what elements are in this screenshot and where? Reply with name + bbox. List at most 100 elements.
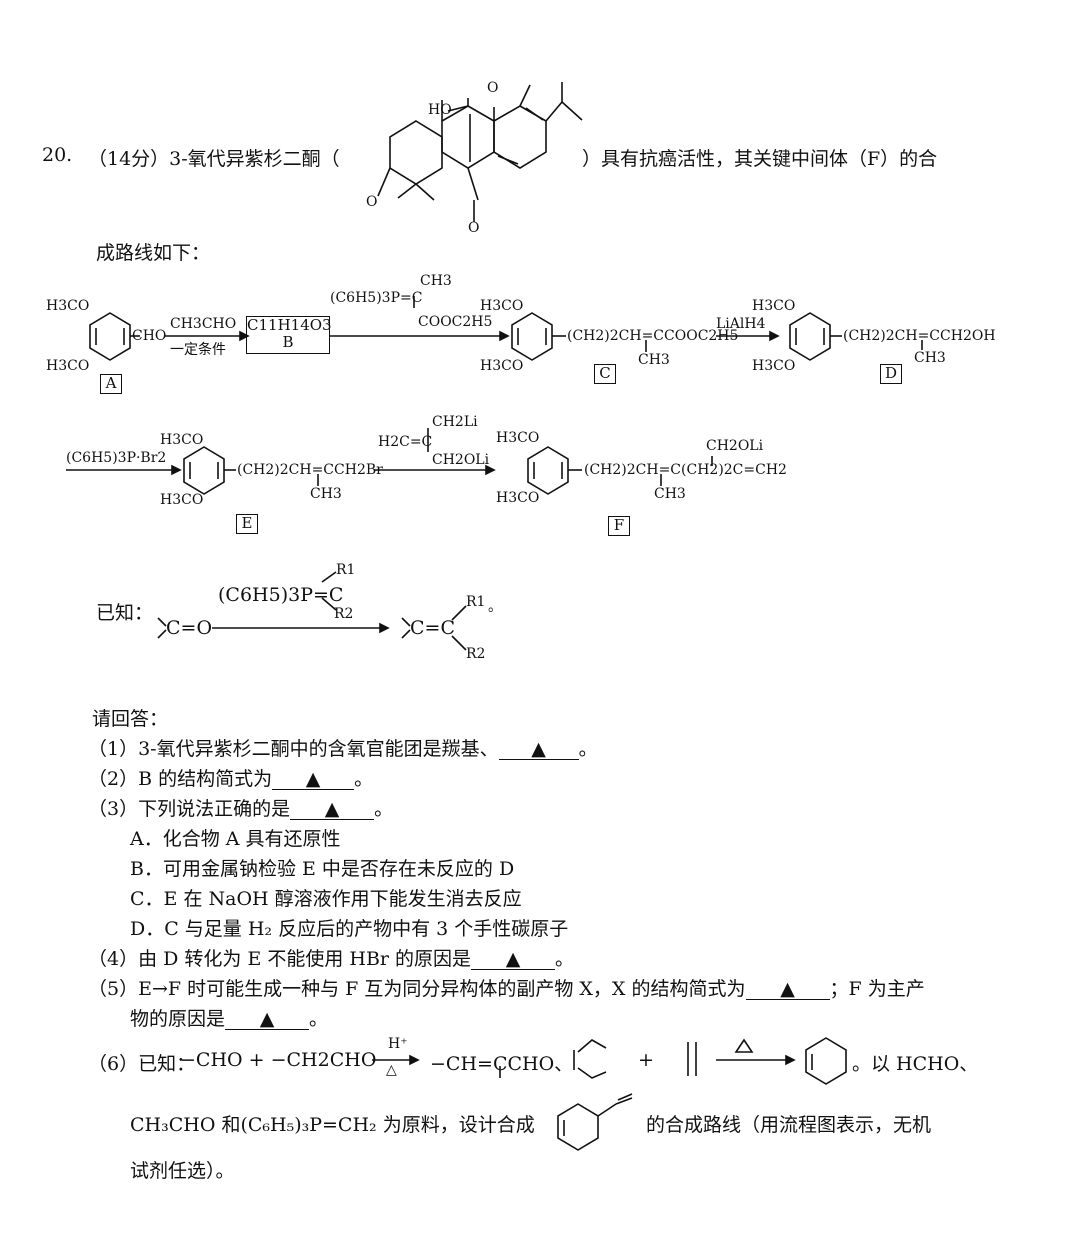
- q6-cond-top: H⁺: [388, 1036, 408, 1052]
- c-ch3: CH3: [638, 352, 670, 368]
- label-d: D: [880, 364, 902, 384]
- f-ch3: CH3: [654, 486, 686, 502]
- a-cho: CHO: [132, 328, 167, 344]
- q3-end: 。: [374, 798, 394, 820]
- known-label: 已知：: [96, 602, 154, 624]
- f-chain: (CH2)2CH=C(CH2)2C=CH2: [584, 462, 787, 478]
- q4-end: 。: [555, 948, 575, 970]
- reagent-b-ester: COOC2H5: [418, 314, 493, 330]
- known-r1-top: R1: [336, 562, 356, 578]
- q3: （3）下列说法正确的是▲。: [88, 794, 393, 821]
- q5-text: （5）E→F 时可能生成一种与 F 互为同分异构体的副产物 X，X 的结构简式为: [88, 978, 746, 1000]
- label-f: F: [608, 516, 630, 536]
- benzene-f: [527, 446, 569, 495]
- q1: （1）3-氧代异紫杉二酮中的含氧官能团是羰基、▲。: [88, 734, 598, 761]
- known-left: C=O: [166, 617, 213, 639]
- q6-plus: +: [638, 1049, 654, 1071]
- known-right: C=C: [410, 617, 455, 639]
- known-r2: R2: [466, 646, 486, 662]
- q3-text: （3）下列说法正确的是: [88, 798, 291, 820]
- title-o-left: O: [366, 194, 378, 210]
- q1-text: （1）3-氧代异紫杉二酮中的含氧官能团是羰基、: [88, 738, 499, 760]
- c-chain: (CH2)2CH=CCOOC2H5: [567, 328, 739, 344]
- a-h3co-top: H3CO: [46, 298, 90, 314]
- known-r1: R1: [466, 594, 486, 610]
- d-h3co-bottom: H3CO: [752, 358, 796, 374]
- title-ring-left: [389, 120, 443, 185]
- option-c: C．E 在 NaOH 醇溶液作用下能发生消去反应: [130, 888, 522, 910]
- q4: （4）由 D 转化为 E 不能使用 HBr 的原因是▲。: [88, 944, 574, 971]
- answer-prompt: 请回答：: [92, 708, 169, 730]
- reagent-b-ch3: CH3: [420, 273, 452, 289]
- title-ho-label: HO: [428, 102, 452, 118]
- title-ring-right: [493, 105, 547, 169]
- question-header-after: ）具有抗癌活性，其关键中间体（F）的合: [582, 148, 938, 170]
- d-h3co-top: H3CO: [752, 298, 796, 314]
- f-h3co-top: H3CO: [496, 430, 540, 446]
- question-number: 20.: [42, 144, 73, 166]
- reagent-e-f-ch2li: CH2Li: [432, 414, 478, 430]
- q5-mid: ；F 为主产: [829, 978, 925, 1000]
- q6-line3: 试剂任选）。: [130, 1160, 235, 1182]
- q2-text: （2）B 的结构简式为: [88, 768, 273, 790]
- q6-part1: −CHO + −CH2CHO: [180, 1049, 377, 1071]
- q6-product: −CH=CCHO、: [430, 1053, 574, 1075]
- q6-line2-after: 的合成路线（用流程图表示，无机: [646, 1114, 932, 1136]
- d-ch3: CH3: [914, 350, 946, 366]
- benzene-d: [789, 312, 831, 361]
- q5-blank2[interactable]: ▲: [225, 1009, 310, 1030]
- c-h3co-bottom: H3CO: [480, 358, 524, 374]
- q1-blank[interactable]: ▲: [498, 739, 579, 760]
- option-d: D．C 与足量 H₂ 反应后的产物中有 3 个手性碳原子: [130, 918, 569, 940]
- question-line2: 成路线如下：: [96, 242, 211, 264]
- q2-blank[interactable]: ▲: [272, 769, 355, 790]
- a-h3co-bottom: H3CO: [46, 358, 90, 374]
- q5-end: 。: [309, 1008, 329, 1030]
- label-e: E: [236, 514, 258, 534]
- d-chain: (CH2)2CH=CCH2OH: [843, 328, 996, 344]
- known-ylide: (C6H5)3P=C: [218, 584, 344, 606]
- q6-label: （6）已知：: [88, 1053, 196, 1075]
- reagent-a-bottom: 一定条件: [170, 342, 226, 358]
- q2: （2）B 的结构简式为▲。: [88, 764, 373, 791]
- q4-blank[interactable]: ▲: [471, 949, 556, 970]
- title-o-top: O: [487, 80, 499, 96]
- c-h3co-top: H3CO: [480, 298, 524, 314]
- q4-text: （4）由 D 转化为 E 不能使用 HBr 的原因是: [88, 948, 472, 970]
- q5-blank[interactable]: ▲: [745, 979, 830, 1000]
- known-end: 。: [488, 599, 502, 615]
- benzene-e: [183, 446, 225, 495]
- option-a: A．化合物 A 具有还原性: [130, 828, 341, 850]
- reagent-c-d: LiAlH4: [716, 316, 766, 332]
- b-label: B: [282, 333, 294, 351]
- q3-blank[interactable]: ▲: [290, 799, 375, 820]
- reagent-e-f-ch2oli: CH2OLi: [432, 452, 490, 468]
- reagent-a-top: CH3CHO: [170, 316, 237, 332]
- e-h3co-bottom: H3CO: [160, 492, 204, 508]
- q6-line2-before: CH₃CHO 和(C₆H₅)₃P=CH₂ 为原料，设计合成: [130, 1114, 535, 1136]
- f-h3co-bottom: H3CO: [496, 490, 540, 506]
- benzene-c: [511, 312, 553, 361]
- reagent-d-e: (C6H5)3P·Br2: [66, 450, 167, 466]
- q5-line2: 物的原因是▲。: [130, 1004, 328, 1031]
- q6-cond-bottom: △: [386, 1062, 397, 1078]
- e-h3co-top: H3CO: [160, 432, 204, 448]
- cyclohexene-shape: [805, 1037, 847, 1085]
- q5: （5）E→F 时可能生成一种与 F 互为同分异构体的副产物 X，X 的结构简式为…: [88, 974, 925, 1001]
- known-r2-top: R2: [334, 606, 354, 622]
- compound-b-box: C11H14O3 B: [246, 316, 332, 354]
- b-formula: C11H14O3: [247, 316, 332, 334]
- benzene-a: [89, 312, 131, 361]
- title-o-bottom: O: [468, 220, 480, 236]
- label-a: A: [100, 374, 122, 394]
- e-chain: (CH2)2CH=CCH2Br: [237, 462, 383, 478]
- reagent-b-ylide: (C6H5)3P=C: [330, 290, 423, 306]
- option-b: B．可用金属钠检验 E 中是否存在未反应的 D: [130, 858, 515, 880]
- q1-end: 。: [578, 738, 598, 760]
- q2-end: 。: [354, 768, 374, 790]
- q6-after: 。以 HCHO、: [852, 1053, 979, 1075]
- q5-line2-text: 物的原因是: [130, 1008, 226, 1030]
- butadiene-shape: [577, 1039, 607, 1053]
- f-ch2oli: CH2OLi: [706, 438, 764, 454]
